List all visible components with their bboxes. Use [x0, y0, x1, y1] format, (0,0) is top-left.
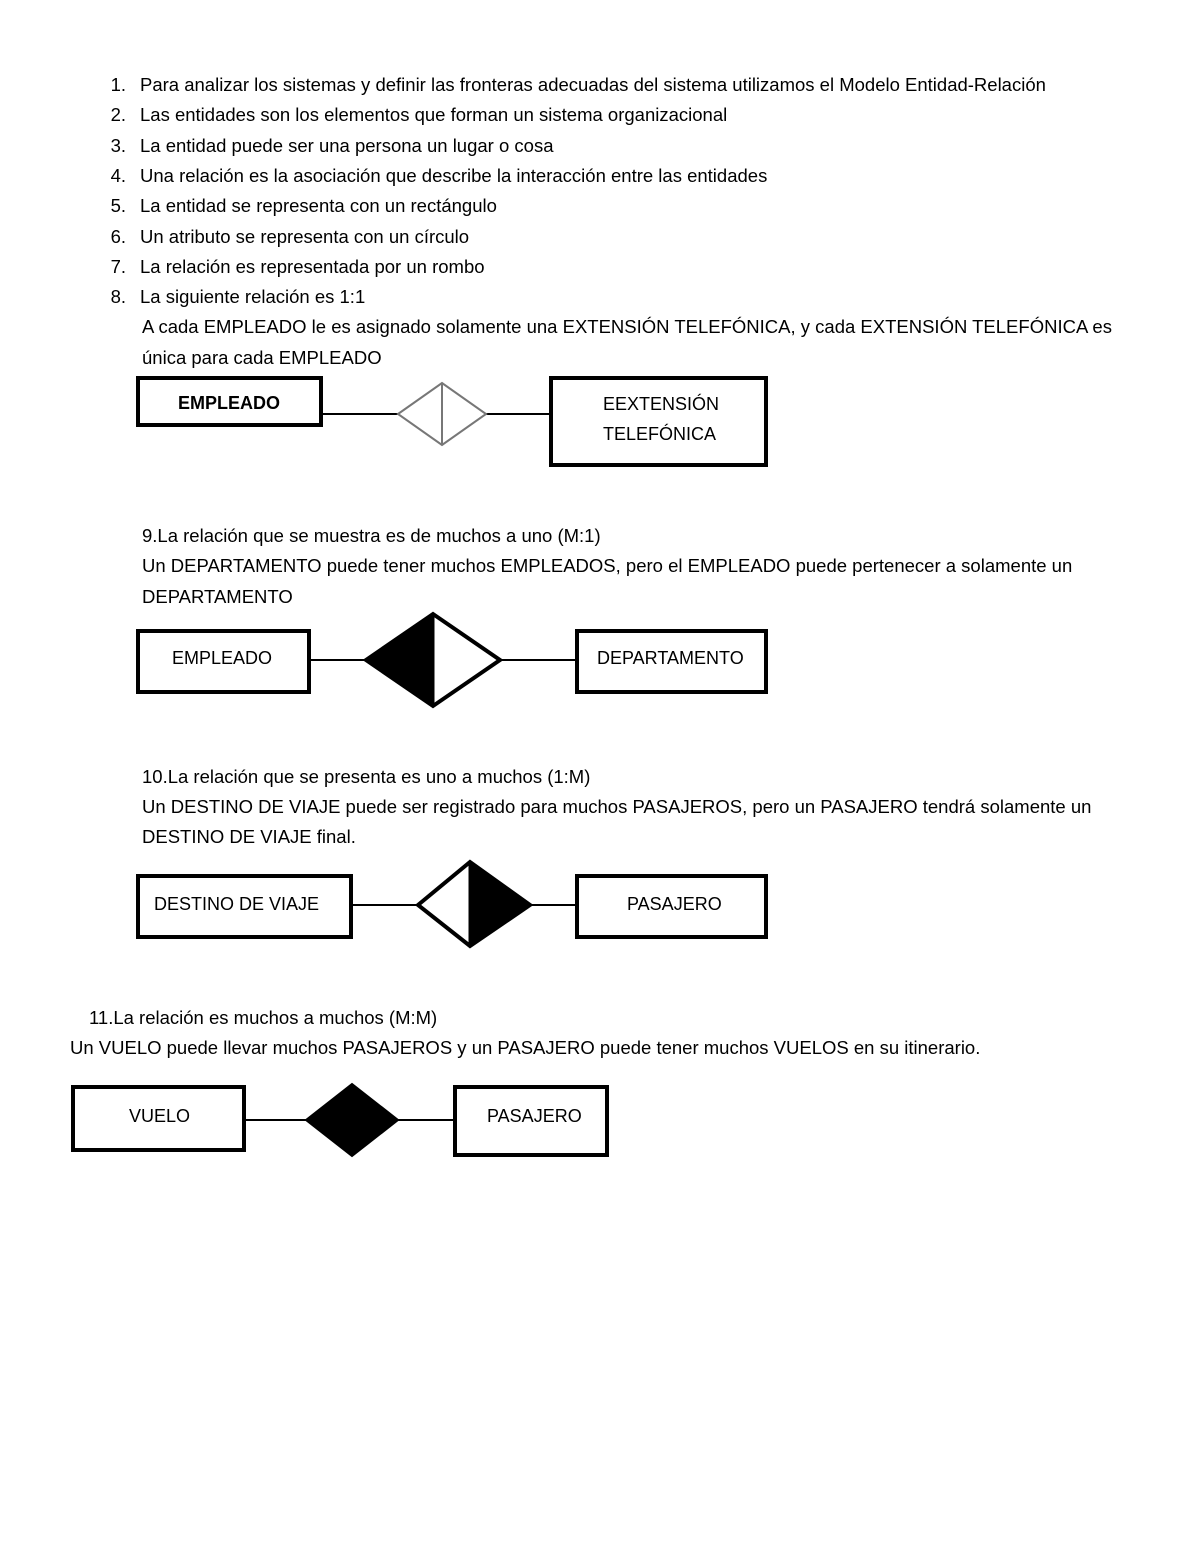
relationship-diamond [414, 859, 534, 949]
entity-label: EMPLEADO [172, 648, 273, 668]
entity-label: DEPARTAMENTO [597, 648, 744, 668]
list-item: La relación es representada por un rombo [140, 256, 485, 277]
list-number: 5. [110, 195, 126, 216]
diamond-filled-half [470, 862, 530, 946]
entity-box: DEPARTAMENTO [575, 629, 768, 694]
q11-title: 11.La relación es muchos a muchos (M:M) [89, 1007, 438, 1028]
q8-description-line2: única para cada EMPLEADO [142, 347, 382, 368]
q10-description-line1: Un DESTINO DE VIAJE puede ser registrado… [142, 796, 1092, 817]
list-item: La siguiente relación es 1:1 [140, 286, 366, 307]
er-diagram-one-to-many [352, 859, 576, 949]
er-diagram-many-to-many [245, 1082, 455, 1158]
q11-description-line1: Un VUELO puede llevar muchos PASAJEROS y… [70, 1037, 981, 1058]
q9-description-line1: Un DEPARTAMENTO puede tener muchos EMPLE… [142, 555, 1073, 576]
entity-label: TELEFÓNICA [603, 424, 717, 444]
entity-box: EMPLEADO [136, 629, 311, 694]
entity-label: EEXTENSIÓN [603, 394, 720, 414]
q9-description-line2: DEPARTAMENTO [142, 586, 293, 607]
list-item: Las entidades son los elementos que form… [140, 104, 728, 125]
entity-box: PASAJERO [575, 874, 768, 939]
entity-label: DESTINO DE VIAJE [154, 894, 320, 914]
entity-box: EMPLEADO [136, 376, 323, 427]
entity-box: EEXTENSIÓN TELEFÓNICA [549, 376, 768, 467]
list-item: Una relación es la asociación que descri… [140, 165, 768, 186]
relationship-diamond [304, 1082, 400, 1158]
entity-label: EMPLEADO [178, 393, 281, 413]
entity-label: PASAJERO [627, 894, 722, 914]
relationship-diamond [362, 611, 504, 709]
q10-description-line2: DESTINO DE VIAJE final. [142, 826, 356, 847]
list-number: 1. [110, 74, 126, 95]
list-number: 4. [110, 165, 126, 186]
diamond-filled-half [366, 614, 433, 706]
list-number: 8. [110, 286, 126, 307]
q10-title: 10.La relación que se presenta es uno a … [142, 766, 591, 787]
entity-label: PASAJERO [487, 1106, 582, 1126]
entity-box: DESTINO DE VIAJE [136, 874, 353, 939]
list-item: Para analizar los sistemas y definir las… [140, 74, 1046, 95]
list-number: 3. [110, 135, 126, 156]
list-number: 2. [110, 104, 126, 125]
list-number: 6. [110, 226, 126, 247]
list-item: La entidad puede ser una persona un luga… [140, 135, 554, 156]
entity-box: PASAJERO [453, 1085, 609, 1157]
list-item: Un atributo se representa con un círculo [140, 226, 470, 247]
q9-title: 9.La relación que se muestra es de mucho… [142, 525, 601, 546]
er-diagram-many-to-one [310, 611, 576, 709]
entity-label: VUELO [129, 1106, 191, 1126]
entity-box: VUELO [71, 1085, 246, 1152]
list-item: La entidad se representa con un rectángu… [140, 195, 497, 216]
list-number: 7. [110, 256, 126, 277]
q8-description-line1: A cada EMPLEADO le es asignado solamente… [142, 316, 1112, 337]
er-diagram-one-to-one [322, 381, 550, 447]
